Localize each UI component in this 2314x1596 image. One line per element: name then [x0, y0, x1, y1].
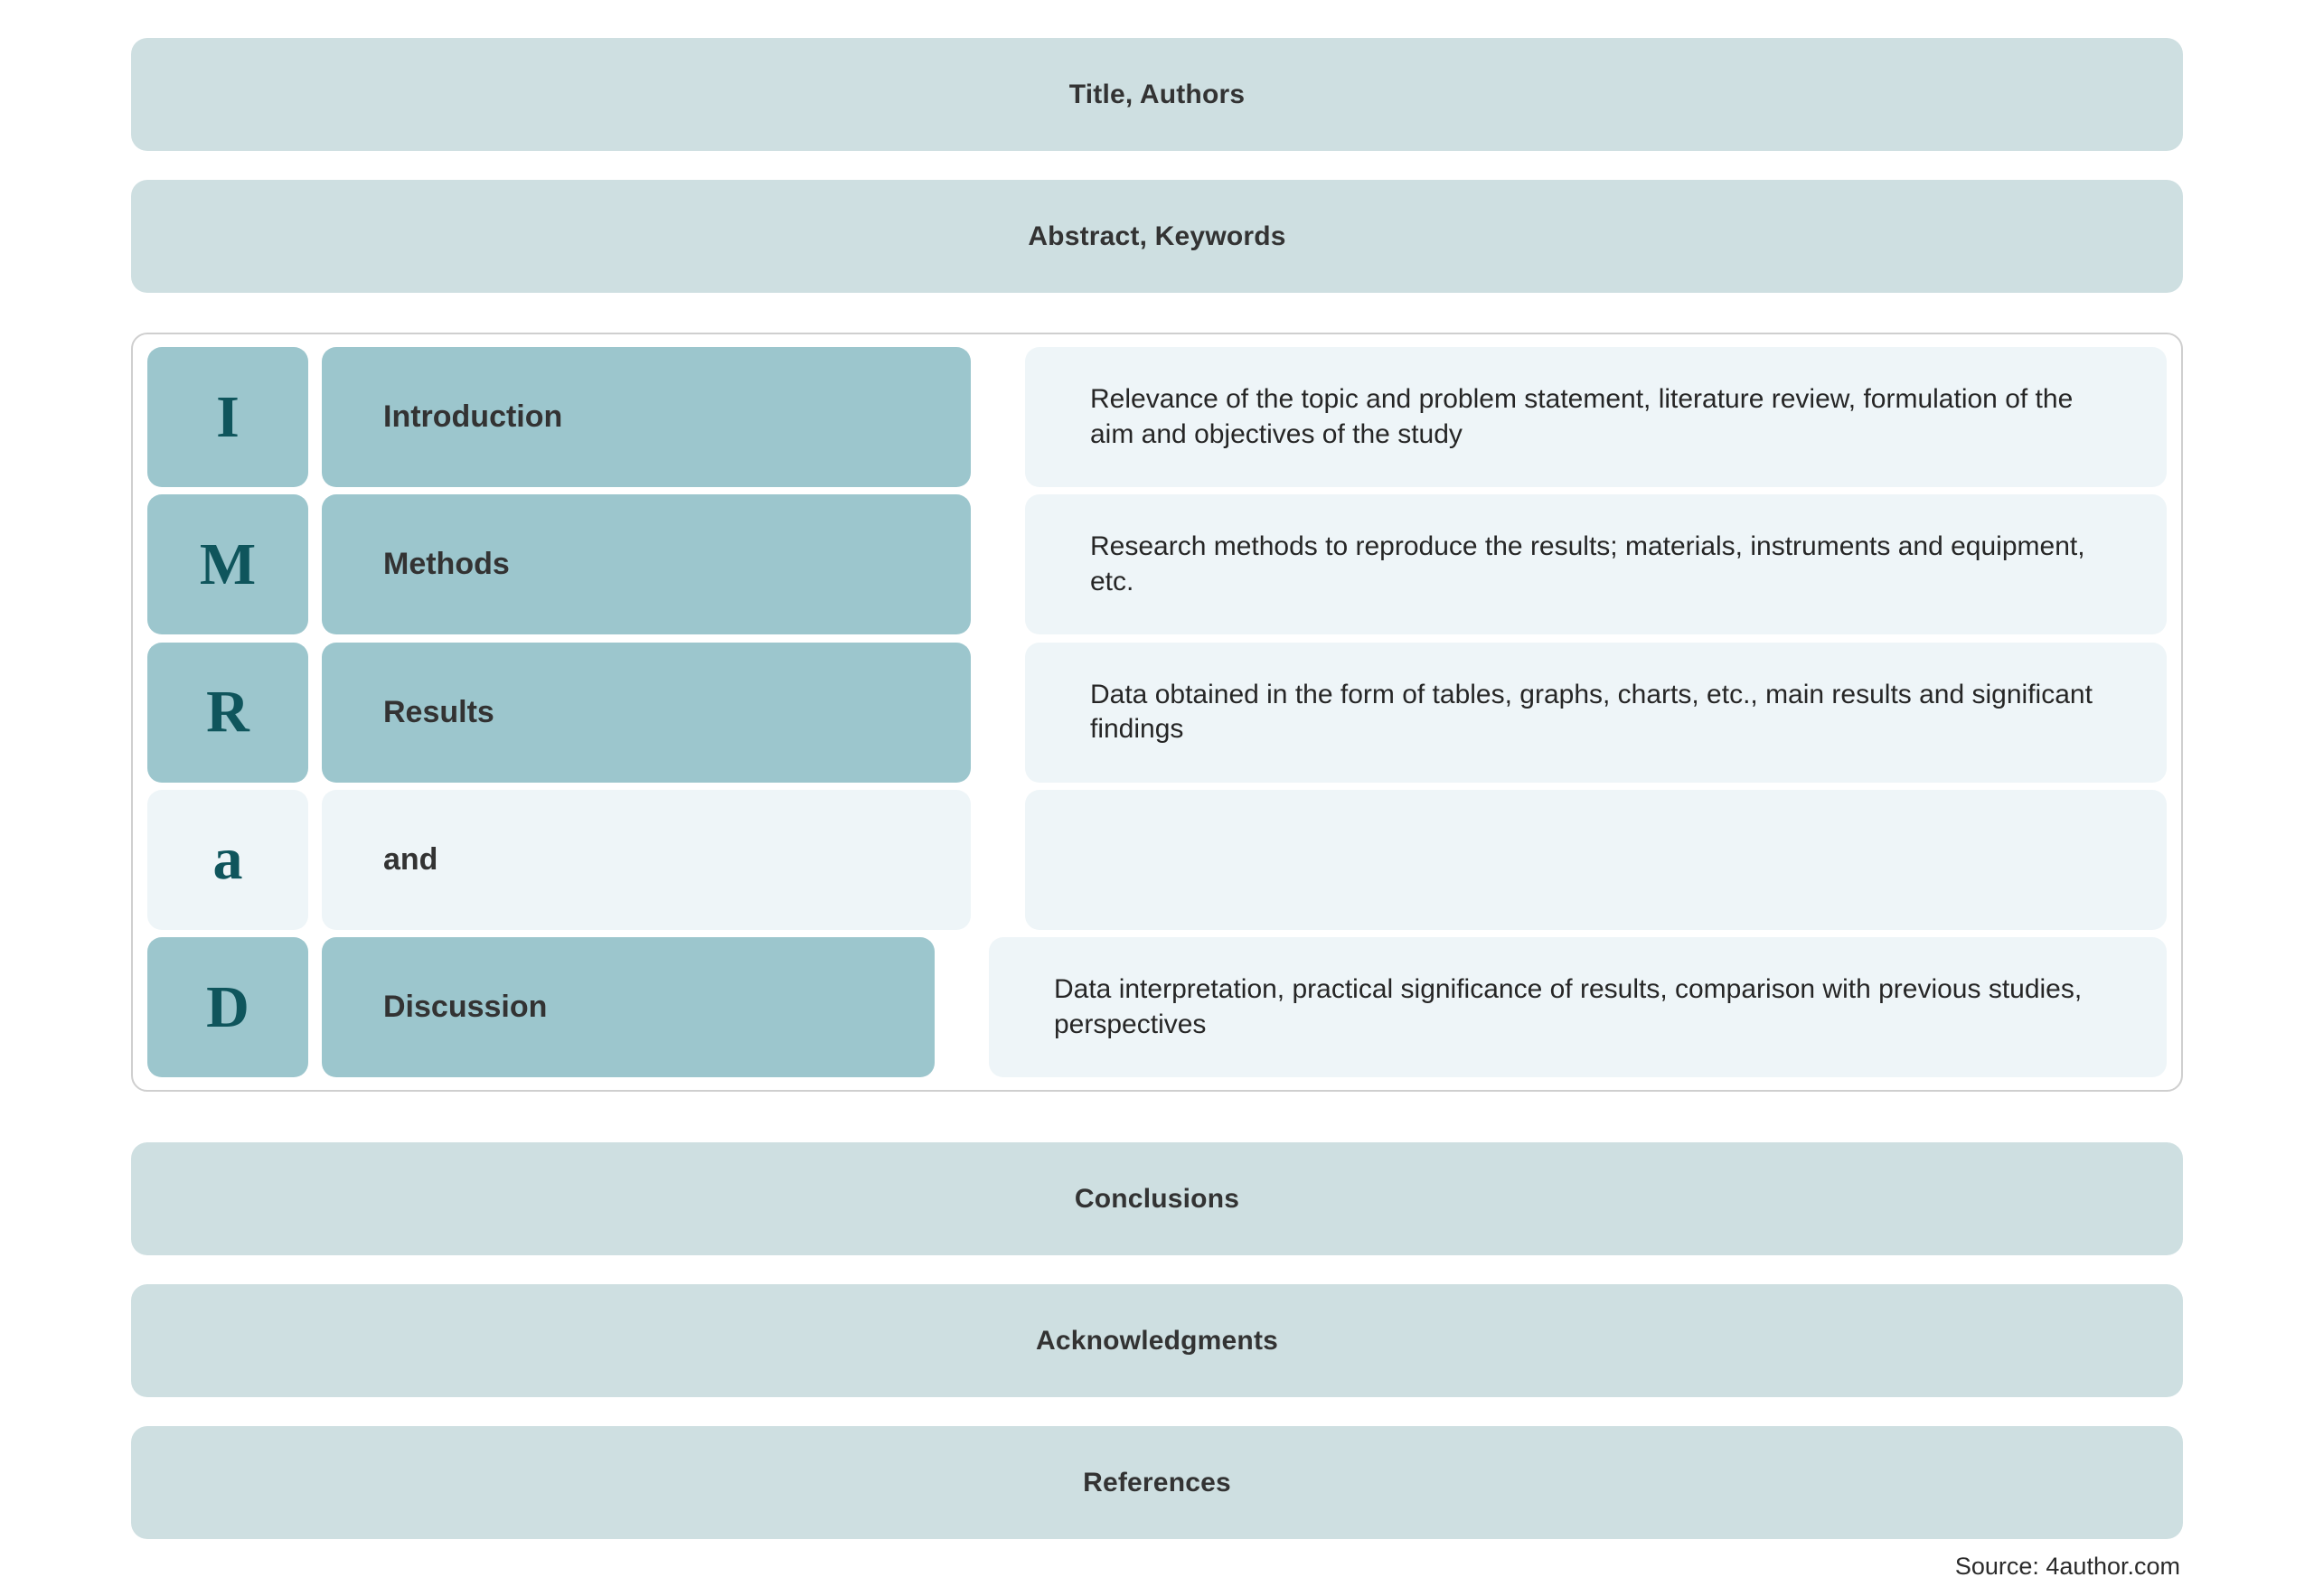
imrad-row-and: a and	[147, 789, 2167, 930]
source-attribution: Source: 4author.com	[1954, 1553, 2180, 1580]
imrad-label-methods: Methods	[322, 494, 971, 635]
imrad-description-introduction: Relevance of the topic and problem state…	[1025, 347, 2167, 487]
band-label-conclusions: Conclusions	[1074, 1183, 1240, 1214]
imrad-description-and	[1025, 789, 2167, 930]
band-label-acknowledgments: Acknowledgments	[1035, 1325, 1279, 1356]
imrad-row-discussion: D Discussion Data interpretation, practi…	[147, 937, 2167, 1077]
acronym-letter-r: R	[147, 642, 308, 783]
band-label-abstract-keywords: Abstract, Keywords	[1028, 221, 1286, 251]
imrad-row-methods: M Methods Research methods to reproduce …	[147, 494, 2167, 635]
band-label-references: References	[1083, 1467, 1231, 1497]
imrad-description-discussion: Data interpretation, practical significa…	[989, 937, 2167, 1077]
acronym-letter-d: D	[147, 937, 308, 1077]
imrad-row-introduction: I Introduction Relevance of the topic an…	[147, 347, 2167, 487]
imrad-label-discussion: Discussion	[322, 937, 935, 1077]
imrad-description-results: Data obtained in the form of tables, gra…	[1025, 642, 2167, 783]
imrad-label-and: and	[322, 789, 971, 930]
section-band-references: References	[131, 1426, 2183, 1539]
imrad-description-methods: Research methods to reproduce the result…	[1025, 494, 2167, 635]
section-band-title-authors: Title, Authors	[131, 38, 2183, 151]
imrad-panel: I Introduction Relevance of the topic an…	[131, 333, 2183, 1092]
section-band-conclusions: Conclusions	[131, 1142, 2183, 1255]
section-band-abstract-keywords: Abstract, Keywords	[131, 180, 2183, 293]
imrad-label-introduction: Introduction	[322, 347, 971, 487]
acronym-letter-a: a	[147, 789, 308, 930]
acronym-letter-i: I	[147, 347, 308, 487]
band-label-title-authors: Title, Authors	[1068, 79, 1246, 109]
imrad-label-results: Results	[322, 642, 971, 783]
section-band-acknowledgments: Acknowledgments	[131, 1284, 2183, 1397]
acronym-letter-m: M	[147, 494, 308, 635]
imrad-row-results: R Results Data obtained in the form of t…	[147, 642, 2167, 783]
